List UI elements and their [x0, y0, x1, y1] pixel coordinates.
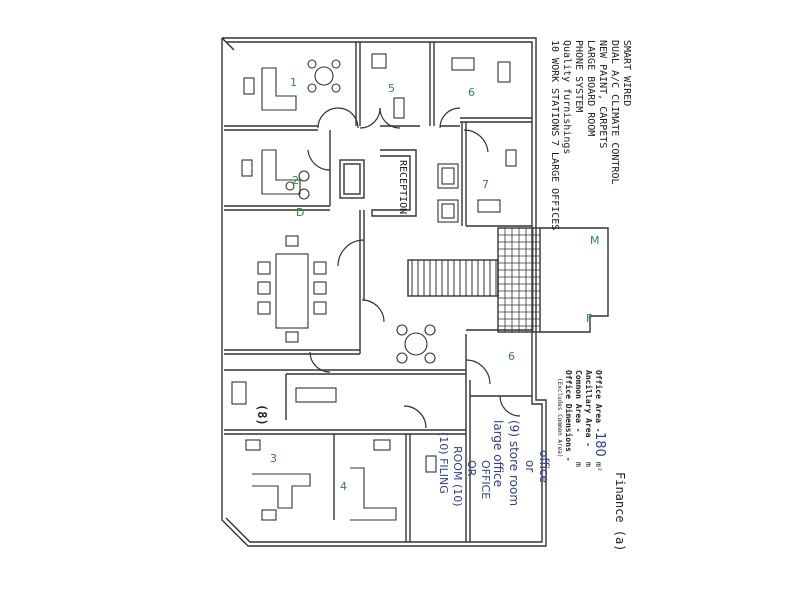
- stair-treads: [411, 260, 497, 296]
- cupboard-label-6: 6: [508, 350, 515, 363]
- room-label-1: 1: [290, 76, 297, 89]
- svg-text:Office Area -: Office Area -: [594, 370, 604, 433]
- svg-text:OFFICE: OFFICE: [479, 460, 492, 499]
- area-info: Office Area - 180 m² Ancillary Area - m …: [556, 370, 607, 472]
- svg-text:ROOM (10): ROOM (10): [451, 446, 464, 507]
- desk: [451, 57, 475, 71]
- feature-item: Quality furnishings: [561, 40, 572, 154]
- desk: [261, 67, 297, 111]
- svg-text:Ancillary Area -: Ancillary Area -: [584, 370, 594, 447]
- room-label-4: 4: [340, 480, 347, 493]
- room-label-2: 2: [292, 174, 299, 187]
- store-room-label: (9) store room large office or office: [491, 420, 551, 506]
- lift-grid: [498, 228, 540, 332]
- door: [317, 107, 339, 129]
- door: [463, 129, 489, 153]
- room-label-6: 6: [468, 86, 475, 99]
- room-label-8: (8): [255, 404, 269, 426]
- svg-text:(Excludes Common Area): (Excludes Common Area): [556, 378, 563, 457]
- door: [499, 395, 521, 417]
- desk: [393, 97, 405, 119]
- desk: [252, 473, 311, 509]
- svg-text:large office: large office: [491, 420, 505, 487]
- room-label-7: 7: [482, 178, 489, 191]
- round-table: [314, 66, 334, 86]
- svg-text:m²: m²: [594, 462, 603, 472]
- door: [465, 359, 491, 385]
- desk: [261, 149, 301, 195]
- door: [337, 239, 365, 267]
- reception-label: RECEPTION: [397, 160, 408, 214]
- svg-text:or: or: [523, 460, 537, 472]
- feature-item: SMART WIRED: [621, 40, 632, 106]
- boardroom-table: [275, 253, 309, 329]
- door: [359, 107, 381, 129]
- svg-text:m: m: [574, 462, 583, 467]
- desk: [350, 467, 397, 521]
- svg-text:office: office: [537, 450, 551, 483]
- door-label-d: D: [296, 206, 304, 219]
- feature-item: LARGE BOARD ROOM: [585, 40, 596, 136]
- reception-desk: [371, 149, 417, 217]
- feature-item: 10 WORK STATIONS: [549, 40, 560, 136]
- plan-title: Finance (a): [613, 472, 627, 551]
- feature-list: SMART WIRED DUAL A/C CLIMATE CONTROL NEW…: [549, 40, 632, 230]
- round-table: [404, 332, 428, 356]
- feature-item: NEW PAINT, CARPETS: [597, 40, 608, 148]
- desk: [505, 149, 517, 167]
- feature-item: DUAL A/C CLIMATE CONTROL: [609, 40, 620, 185]
- outer-wall: [221, 37, 547, 547]
- lift-label-f: F: [586, 312, 592, 325]
- filing-room-label: (10) FILING ROOM (10) OR OFFICE: [437, 432, 492, 507]
- svg-text:(9) store room: (9) store room: [507, 420, 521, 506]
- svg-text:180: 180: [592, 432, 607, 457]
- svg-text:m: m: [584, 462, 593, 467]
- door: [309, 351, 331, 373]
- door: [361, 299, 385, 323]
- svg-text:(10) FILING: (10) FILING: [437, 432, 450, 494]
- room-label-3: 3: [270, 452, 277, 465]
- svg-text:Office Dimensions -: Office Dimensions -: [564, 370, 574, 462]
- door: [403, 405, 427, 429]
- lift-label-m: M: [590, 234, 600, 247]
- svg-text:OR: OR: [465, 460, 478, 477]
- door: [307, 149, 331, 171]
- door: [439, 107, 461, 129]
- feature-item: PHONE SYSTEM: [573, 40, 584, 112]
- offices-note: 7 LARGE OFFICES: [549, 140, 560, 230]
- svg-text:Common Area -: Common Area -: [574, 370, 583, 433]
- outer-wall-inner: [225, 41, 543, 543]
- room-label-5: 5: [388, 82, 395, 95]
